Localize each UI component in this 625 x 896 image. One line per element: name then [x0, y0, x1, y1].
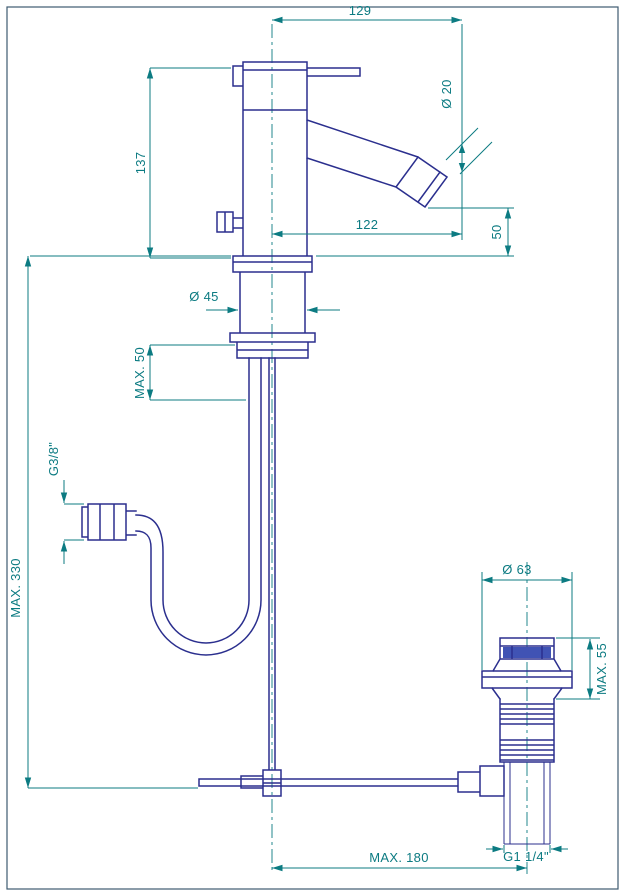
dim-label-base-diameter: Ø 45	[189, 289, 218, 304]
centerlines	[271, 24, 528, 874]
dim-label-spout-diameter: Ø 20	[439, 79, 454, 108]
faucet-body	[216, 61, 449, 359]
dimension-lines	[24, 16, 600, 872]
ext-lines-max55	[556, 637, 600, 700]
dim-label-122: 122	[356, 217, 379, 232]
ext-lines-50	[316, 207, 514, 257]
dim-label-129: 129	[349, 3, 372, 18]
dim-label-supply-thread: G3/8"	[46, 442, 61, 476]
arrow-spout-dia-up	[458, 144, 466, 153]
waste-body	[481, 637, 573, 763]
dim-label-max-330: MAX. 330	[8, 558, 23, 617]
ext-lines-137	[150, 67, 231, 259]
waste-tailpiece	[503, 762, 551, 845]
dim-label-137: 137	[133, 152, 148, 175]
dimension-labels: 129 Ø 20 137 122 50 Ø 45 MAX. 50 G3/8" M…	[8, 3, 609, 865]
ext-lines-dia63	[481, 572, 573, 670]
dim-label-max-180: MAX. 180	[369, 850, 428, 865]
popup-rod-linkage	[198, 357, 505, 797]
ext-lines-max330	[28, 255, 231, 789]
ext-lines-max50	[150, 344, 246, 401]
sheet-border	[6, 6, 619, 890]
dim-label-50: 50	[489, 224, 504, 239]
supply-hose	[81, 357, 262, 656]
waste-outline	[481, 637, 573, 845]
dim-label-max-50: MAX. 50	[132, 347, 147, 399]
ext-lines-g114	[503, 845, 551, 853]
dim-label-max-55: MAX. 55	[594, 643, 609, 695]
ext-lines-g38	[64, 503, 84, 541]
faucet-outline	[81, 61, 505, 797]
waste-plug-accent-fill	[503, 647, 551, 658]
dim-label-waste-diameter: Ø 63	[502, 562, 531, 577]
arrow-spout-dia-down	[458, 163, 466, 172]
dim-label-waste-thread: G1 1/4"	[503, 849, 549, 864]
